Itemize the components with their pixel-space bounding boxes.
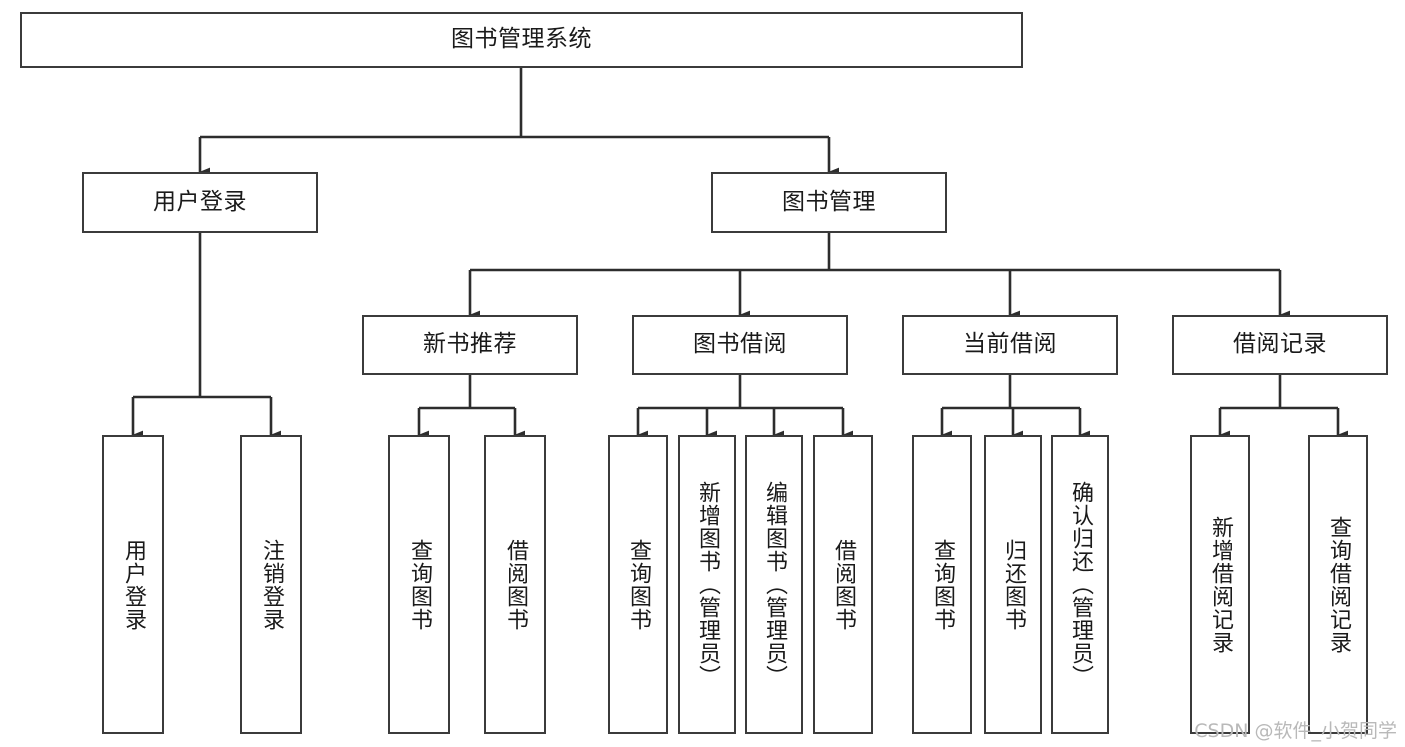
leaf-node-label: 查询图书 — [406, 538, 432, 631]
leaf-node-inner: 借阅图书 — [486, 437, 544, 732]
leaf-node-inner: 查询借阅记录 — [1310, 437, 1366, 732]
leaf-node-inner: 注销登录 — [242, 437, 300, 732]
node-new-book-recommendation[interactable]: 新书推荐 — [362, 315, 578, 375]
node-borrow-records-label: 借阅记录 — [1233, 331, 1327, 358]
node-root-label: 图书管理系统 — [451, 26, 592, 53]
leaf-node[interactable]: 归还图书 — [984, 435, 1042, 734]
leaf-node-inner: 新增借阅记录 — [1192, 437, 1248, 732]
connector-lines — [131, 68, 1349, 440]
leaf-node-label: 归还图书 — [1000, 538, 1026, 631]
leaf-node-inner: 查询图书 — [610, 437, 666, 732]
leaf-node-inner: 用户登录 — [104, 437, 162, 732]
node-root[interactable]: 图书管理系统 — [20, 12, 1023, 68]
node-book-management-label: 图书管理 — [782, 188, 876, 215]
leaf-node-inner: 编辑图书（管理员） — [747, 437, 801, 732]
node-current-borrow-label: 当前借阅 — [963, 331, 1057, 358]
leaf-node-inner: 查询图书 — [914, 437, 970, 732]
leaf-node-inner: 新增图书（管理员） — [680, 437, 734, 732]
leaf-node-label: 新增图书（管理员） — [694, 481, 720, 688]
leaf-node-label: 查询图书 — [625, 538, 651, 631]
leaf-node[interactable]: 借阅图书 — [813, 435, 873, 734]
leaf-node[interactable]: 借阅图书 — [484, 435, 546, 734]
leaf-node-label: 借阅图书 — [502, 538, 528, 631]
leaf-node[interactable]: 编辑图书（管理员） — [745, 435, 803, 734]
node-new-book-recommendation-label: 新书推荐 — [423, 331, 517, 358]
node-book-borrow-label: 图书借阅 — [693, 331, 787, 358]
node-current-borrow[interactable]: 当前借阅 — [902, 315, 1118, 375]
leaf-node-inner: 查询图书 — [390, 437, 448, 732]
leaf-node-label: 编辑图书（管理员） — [761, 481, 787, 688]
leaf-node[interactable]: 新增借阅记录 — [1190, 435, 1250, 734]
leaf-node[interactable]: 查询图书 — [388, 435, 450, 734]
node-book-management[interactable]: 图书管理 — [711, 172, 947, 233]
leaf-node[interactable]: 用户登录 — [102, 435, 164, 734]
leaf-node-label: 借阅图书 — [830, 538, 856, 631]
leaf-node[interactable]: 查询图书 — [608, 435, 668, 734]
leaf-node-label: 查询图书 — [929, 538, 955, 631]
node-user-login-label: 用户登录 — [153, 188, 247, 215]
leaf-node[interactable]: 注销登录 — [240, 435, 302, 734]
leaf-node[interactable]: 新增图书（管理员） — [678, 435, 736, 734]
leaf-node-label: 确认归还（管理员） — [1067, 481, 1093, 688]
node-book-borrow[interactable]: 图书借阅 — [632, 315, 848, 375]
leaf-node-label: 用户登录 — [120, 538, 146, 631]
leaf-node[interactable]: 查询借阅记录 — [1308, 435, 1368, 734]
leaf-node-inner: 确认归还（管理员） — [1053, 437, 1107, 732]
node-borrow-records[interactable]: 借阅记录 — [1172, 315, 1388, 375]
leaf-node-inner: 归还图书 — [986, 437, 1040, 732]
leaf-node-label: 新增借阅记录 — [1207, 515, 1233, 654]
node-user-login[interactable]: 用户登录 — [82, 172, 318, 233]
leaf-node-label: 查询借阅记录 — [1325, 515, 1351, 654]
leaf-node-label: 注销登录 — [258, 538, 284, 631]
leaf-node-inner: 借阅图书 — [815, 437, 871, 732]
leaf-node[interactable]: 确认归还（管理员） — [1051, 435, 1109, 734]
leaf-node[interactable]: 查询图书 — [912, 435, 972, 734]
